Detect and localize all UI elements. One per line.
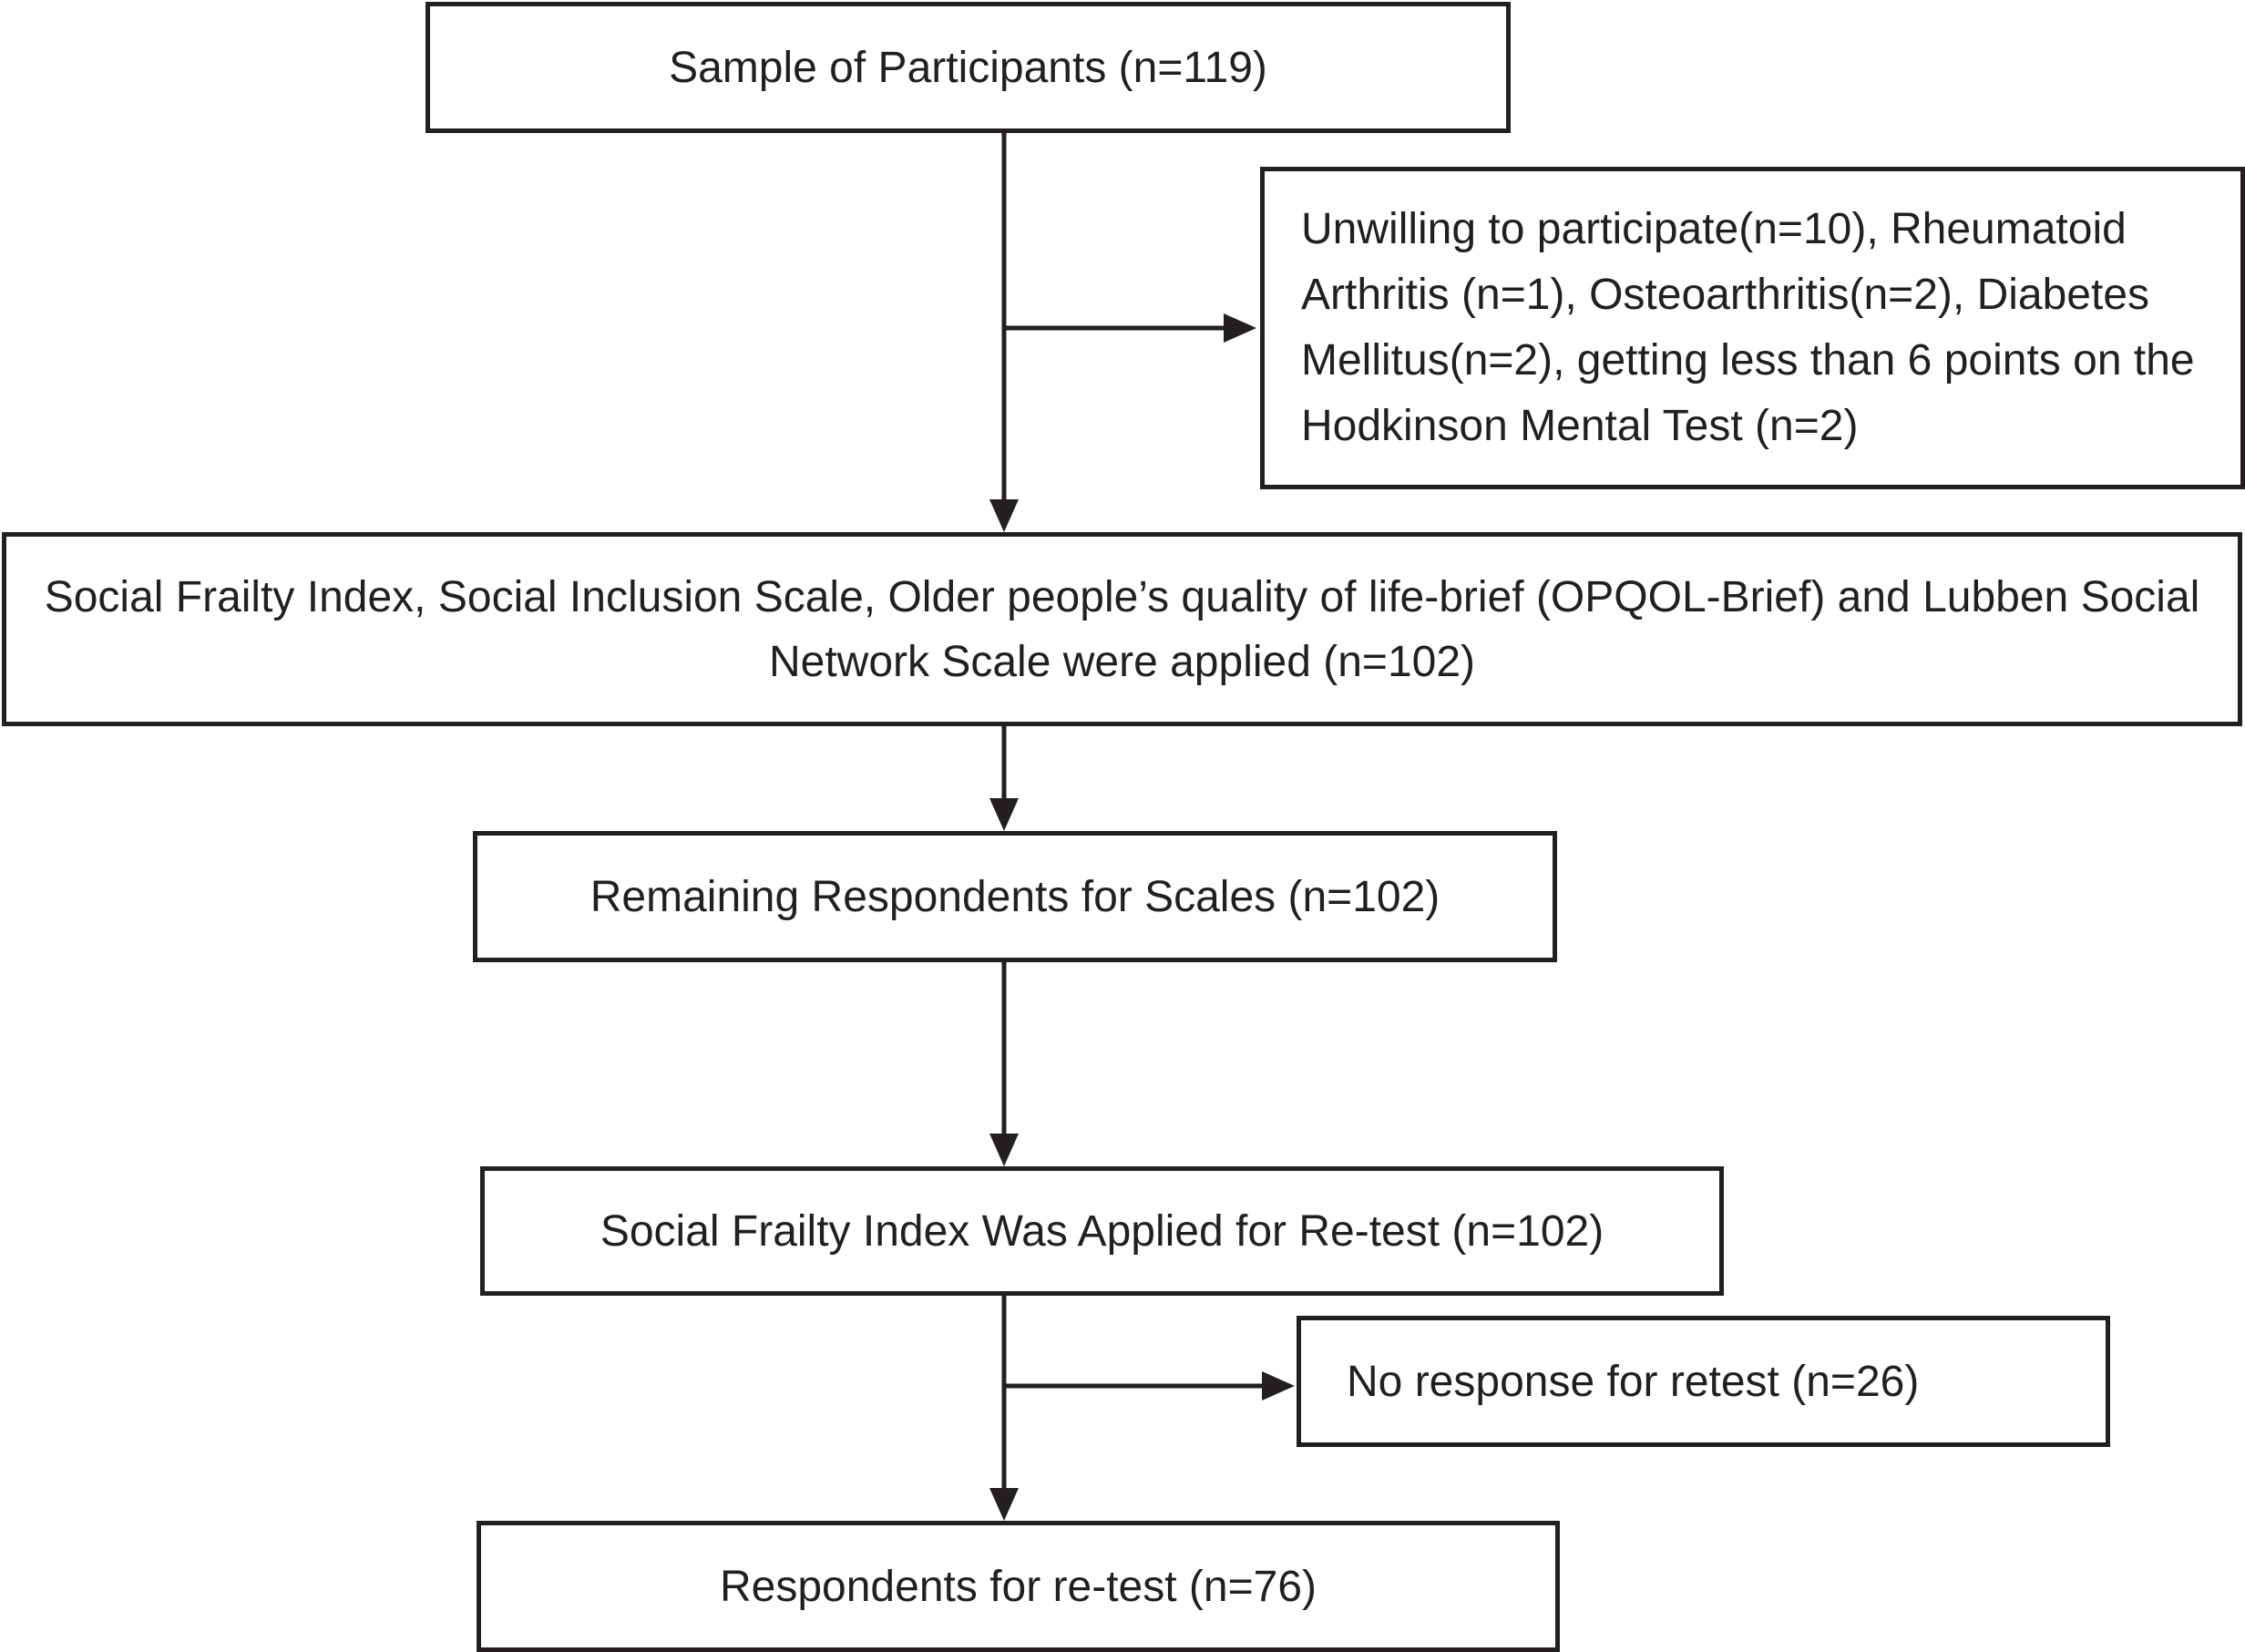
retest-respondents-box: Respondents for re-test (n=76) <box>477 1521 1560 1652</box>
remaining-respondents-box: Remaining Respondents for Scales (n=102) <box>473 831 1557 962</box>
exclusions-label: Unwilling to participate(n=10), Rheumato… <box>1301 205 2195 450</box>
sample-participants-box: Sample of Participants (n=119) <box>425 2 1511 133</box>
arrowhead-retest-to-no-response <box>1262 1371 1295 1401</box>
arrowhead-sample-to-applied <box>989 499 1019 532</box>
scales-applied-box: Social Frailty Index, Social Inclusion S… <box>2 532 2242 726</box>
sample-participants-label: Sample of Participants (n=119) <box>669 43 1267 92</box>
arrowhead-sample-to-exclusions <box>1224 313 1256 343</box>
remaining-respondents-label: Remaining Respondents for Scales (n=102) <box>589 872 1440 921</box>
no-response-label: No response for retest (n=26) <box>1347 1357 1920 1406</box>
retest-respondents-label: Respondents for re-test (n=76) <box>719 1562 1317 1611</box>
retest-applied-box: Social Frailty Index Was Applied for Re-… <box>480 1166 1724 1296</box>
arrowhead-retest-to-respondents <box>989 1488 1019 1521</box>
arrowhead-remaining-to-retest <box>989 1134 1019 1166</box>
exclusions-box: Unwilling to participate(n=10), Rheumato… <box>1260 167 2245 489</box>
arrowhead-applied-to-remaining <box>989 798 1019 831</box>
scales-applied-label: Social Frailty Index, Social Inclusion S… <box>44 572 2200 686</box>
no-response-box: No response for retest (n=26) <box>1297 1316 2110 1447</box>
retest-applied-label: Social Frailty Index Was Applied for Re-… <box>600 1206 1604 1256</box>
